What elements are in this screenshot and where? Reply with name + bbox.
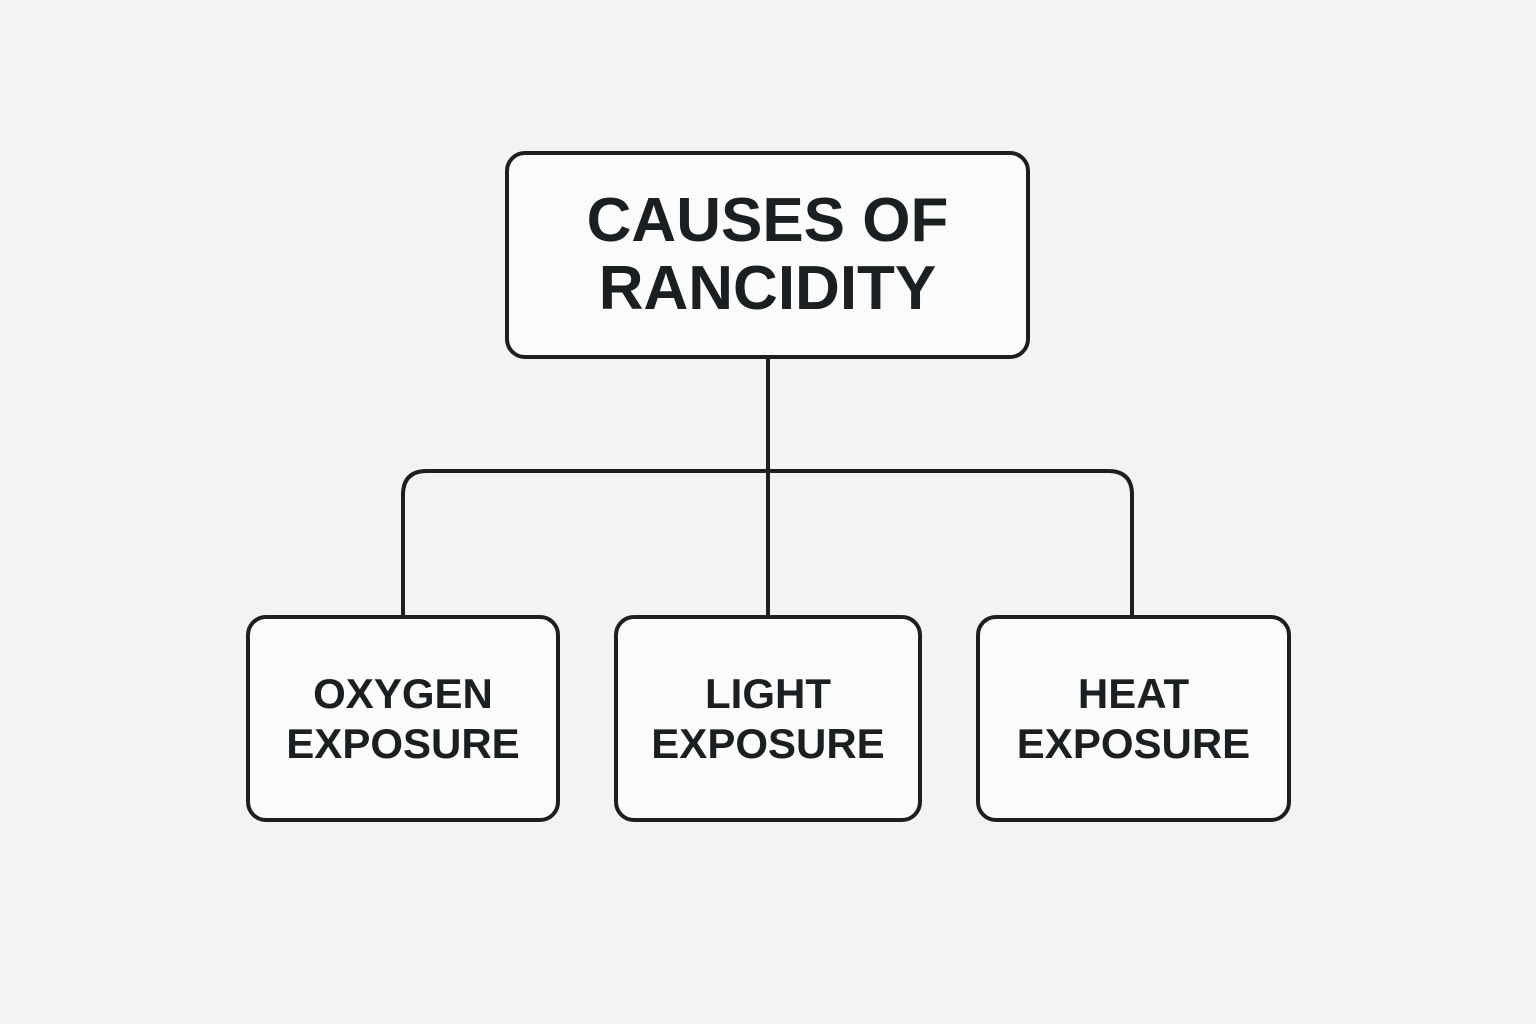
child-node-oxygen-exposure: OXYGEN EXPOSURE: [246, 615, 560, 822]
child-node-label-line1: OXYGEN: [313, 669, 493, 717]
child-node-light-exposure: LIGHT EXPOSURE: [614, 615, 922, 822]
child-node-label-line2: EXPOSURE: [286, 719, 520, 767]
root-node-label-line2: RANCIDITY: [598, 254, 937, 323]
child-node-heat-exposure: HEAT EXPOSURE: [976, 615, 1291, 822]
branch-line: [401, 469, 1134, 615]
child-node-label-line2: EXPOSURE: [1016, 719, 1251, 767]
root-node-label-line1: CAUSES OF: [586, 186, 949, 255]
child-node-label-line1: HEAT: [1077, 669, 1190, 717]
root-node-causes-of-rancidity: CAUSES OF RANCIDITY: [505, 151, 1030, 359]
child-node-label-line2: EXPOSURE: [651, 719, 885, 767]
child-node-label-line1: LIGHT: [705, 669, 831, 717]
